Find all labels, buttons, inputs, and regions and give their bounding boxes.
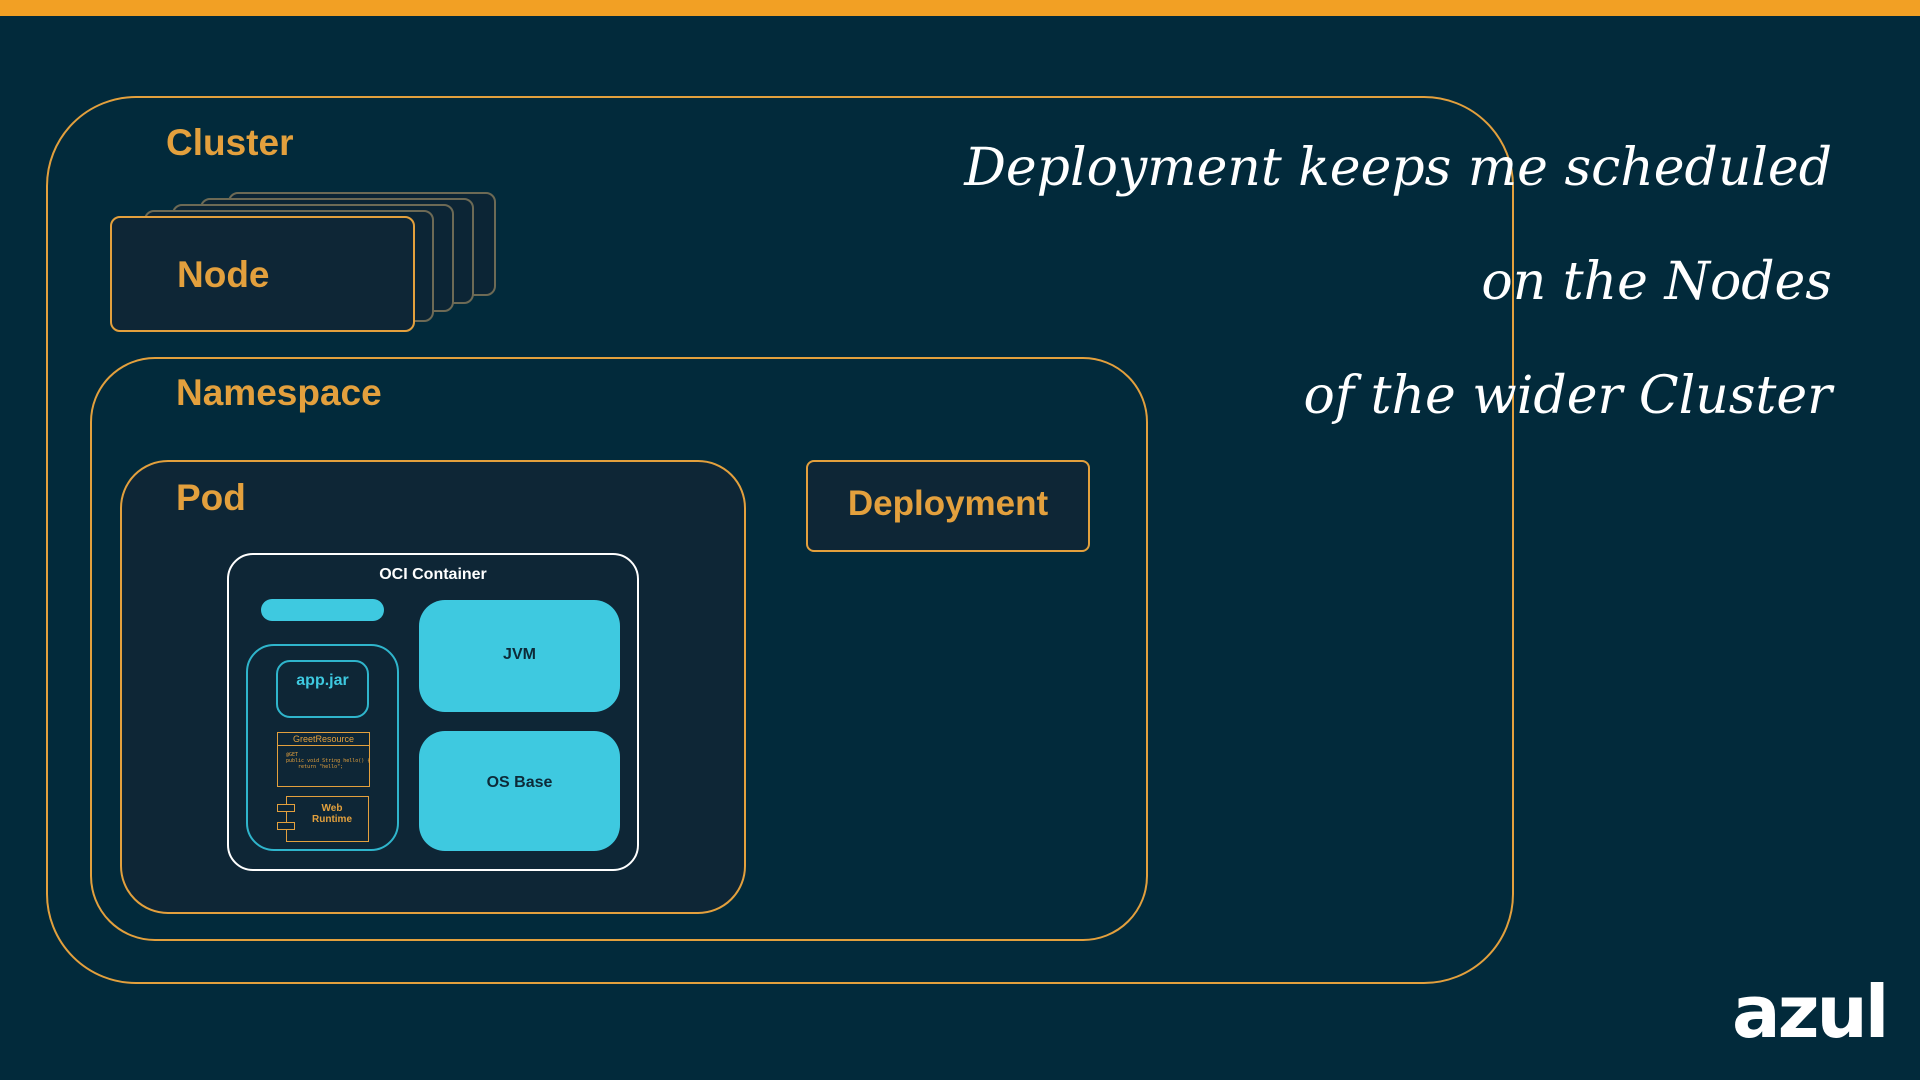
app-layer-group: [246, 644, 399, 851]
greet-resource-title: GreetResource: [277, 732, 370, 746]
quote-line-1: Deployment keeps me scheduled: [964, 138, 1832, 198]
top-accent-bar: [0, 0, 1920, 16]
deployment-box: [806, 460, 1090, 552]
cluster-boundary: [46, 96, 1514, 984]
greet-resource-class-box: [277, 732, 370, 787]
app-jar-box: [276, 660, 369, 718]
jvm-layer: [419, 600, 620, 712]
cluster-label: Cluster: [166, 122, 294, 163]
pod-label: Pod: [176, 477, 246, 518]
component-tab-icon: [277, 822, 295, 830]
web-runtime-label: Web Runtime: [312, 803, 352, 825]
container-bar: [261, 599, 384, 621]
namespace-label: Namespace: [176, 372, 382, 413]
quote-line-3: of the wider Cluster: [1303, 366, 1832, 426]
os-base-label: OS Base: [486, 774, 553, 791]
component-tab-icon: [277, 804, 295, 812]
deployment-label: Deployment: [847, 484, 1049, 523]
quote-line-2: on the Nodes: [1481, 252, 1832, 312]
node-box: [110, 216, 415, 332]
web-runtime-component: [286, 796, 369, 842]
oci-container-title: OCI Container: [379, 566, 487, 583]
node-label: Node: [177, 254, 270, 295]
namespace-boundary: [90, 357, 1148, 941]
greet-resource-code: @GET public void String hello() { return…: [286, 752, 371, 770]
jvm-label: JVM: [503, 646, 536, 663]
os-base-layer: [419, 731, 620, 851]
app-jar-label: app.jar: [296, 672, 349, 689]
azul-logo: azul: [1732, 970, 1889, 1054]
